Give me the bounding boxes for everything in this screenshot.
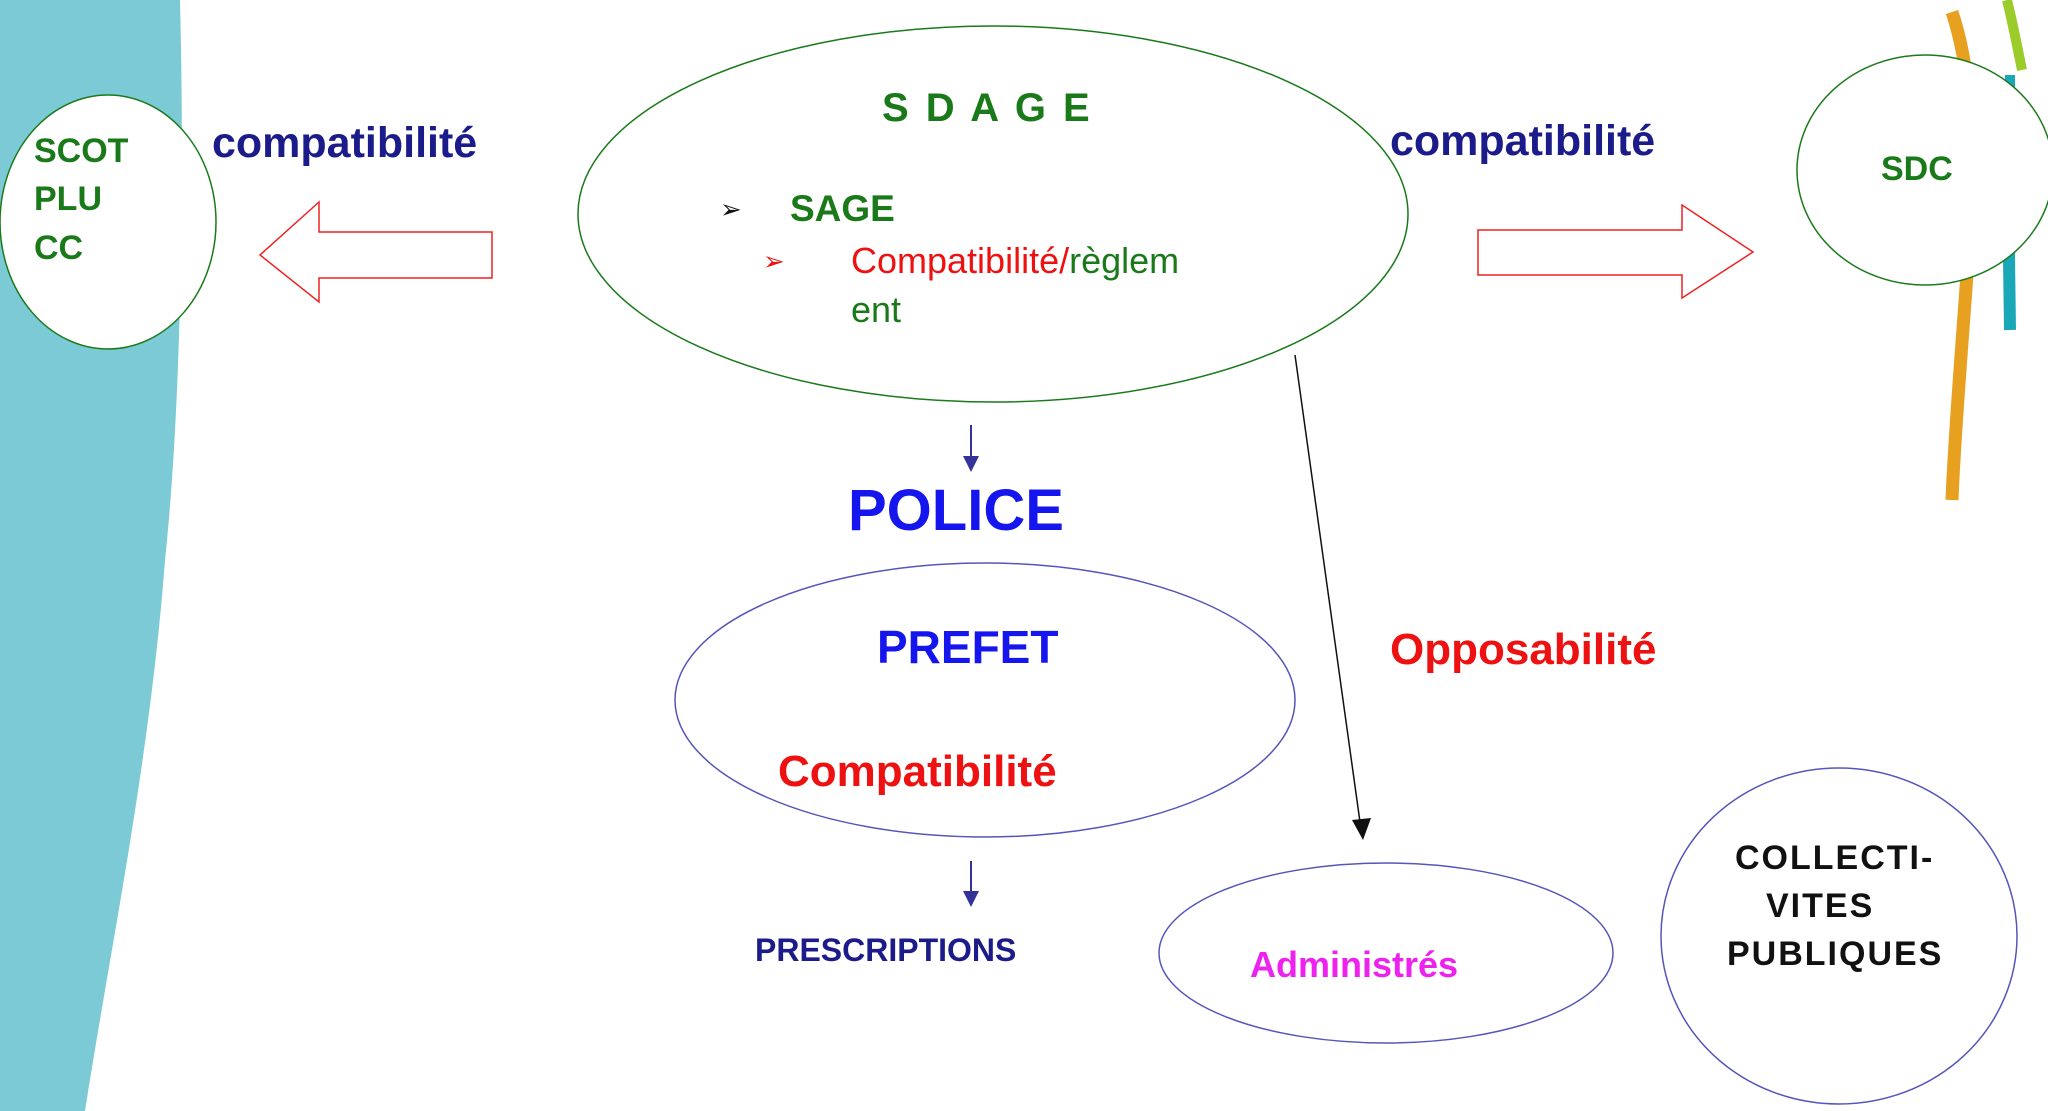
- opposabilite-label: Opposabilité: [1390, 625, 1657, 674]
- sage-item: SAGE: [790, 188, 895, 229]
- arrow-prefet-prescriptions-head: [963, 891, 979, 907]
- compatibilite-right-label: compatibilité: [1390, 117, 1656, 165]
- sub-bullet-icon: ➢: [763, 247, 785, 277]
- cc-label: CC: [34, 229, 84, 267]
- administres-label: Administrés: [1250, 944, 1459, 985]
- prescriptions-label: PRESCRIPTIONS: [755, 932, 1017, 968]
- sage-sub-red: Compatibilité/: [851, 240, 1070, 281]
- arrow-sdage-police-head: [963, 456, 979, 472]
- sage-bullet-icon: ➢: [720, 195, 742, 225]
- collectivites-ellipse: [1660, 767, 2018, 1105]
- scot-label: SCOT: [34, 132, 129, 170]
- collectivites-line-3: PUBLIQUES: [1727, 935, 1944, 973]
- prefet-title: PREFET: [877, 621, 1059, 673]
- sage-sub-item: Compatibilité/règlem: [851, 240, 1179, 282]
- sdage-title: S D A G E: [882, 86, 1093, 130]
- plu-label: PLU: [34, 180, 102, 218]
- sdage-ellipse: [577, 25, 1409, 403]
- lime-deco-line: [2002, 0, 2027, 71]
- arrow-sdage-administres-head: [1352, 818, 1371, 840]
- arrow-to-scot: [258, 200, 493, 304]
- prefet-ellipse: [674, 562, 1296, 838]
- arrow-sdage-administres-shaft: [1294, 354, 1361, 823]
- sdc-ellipse: [1796, 54, 2048, 286]
- sdc-label: SDC: [1881, 150, 1953, 188]
- compatibilite-left-label: compatibilité: [212, 119, 478, 167]
- administres-ellipse: [1158, 862, 1614, 1044]
- prefet-compatibilite: Compatibilité: [778, 747, 1057, 796]
- collectivites-line-1: COLLECTI-: [1735, 839, 1935, 877]
- sage-sub-green: règlem: [1069, 240, 1180, 281]
- sage-sub-item-cont: ent: [851, 289, 902, 330]
- arrow-to-sdc: [1477, 203, 1755, 300]
- collectivites-line-2: VITES: [1766, 887, 1875, 925]
- police-label: POLICE: [848, 478, 1064, 543]
- scot-ellipse: [0, 94, 217, 350]
